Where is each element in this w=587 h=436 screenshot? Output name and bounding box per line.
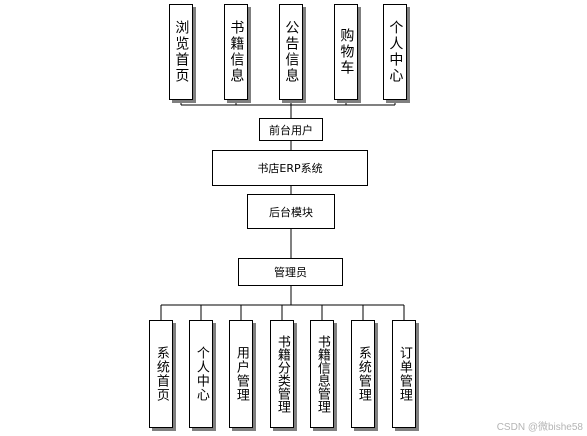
node-frontend-user: 前台用户 xyxy=(259,118,323,141)
admin-module-system-management: 系统管理 xyxy=(351,320,375,428)
csdn-watermark: CSDN @微bishe58 xyxy=(496,422,583,433)
admin-module-personal-center: 个人中心 xyxy=(189,320,213,428)
admin-module-book-category-management: 书籍分类管理 xyxy=(270,320,294,428)
node-administrator: 管理员 xyxy=(238,258,343,286)
module-book-info: 书籍信息 xyxy=(224,4,248,100)
admin-module-system-home: 系统首页 xyxy=(149,320,173,428)
module-announcement: 公告信息 xyxy=(279,4,303,100)
module-shopping-cart: 购物车 xyxy=(334,4,358,100)
node-bookstore-erp-system: 书店ERP系统 xyxy=(212,150,368,186)
admin-module-order-management: 订单管理 xyxy=(392,320,416,428)
module-browse-home: 浏览首页 xyxy=(169,4,193,100)
node-backend-module: 后台模块 xyxy=(247,194,335,229)
admin-module-user-management: 用户管理 xyxy=(229,320,253,428)
admin-module-book-info-management: 书籍信息管理 xyxy=(310,320,334,428)
module-personal-center: 个人中心 xyxy=(383,4,407,100)
